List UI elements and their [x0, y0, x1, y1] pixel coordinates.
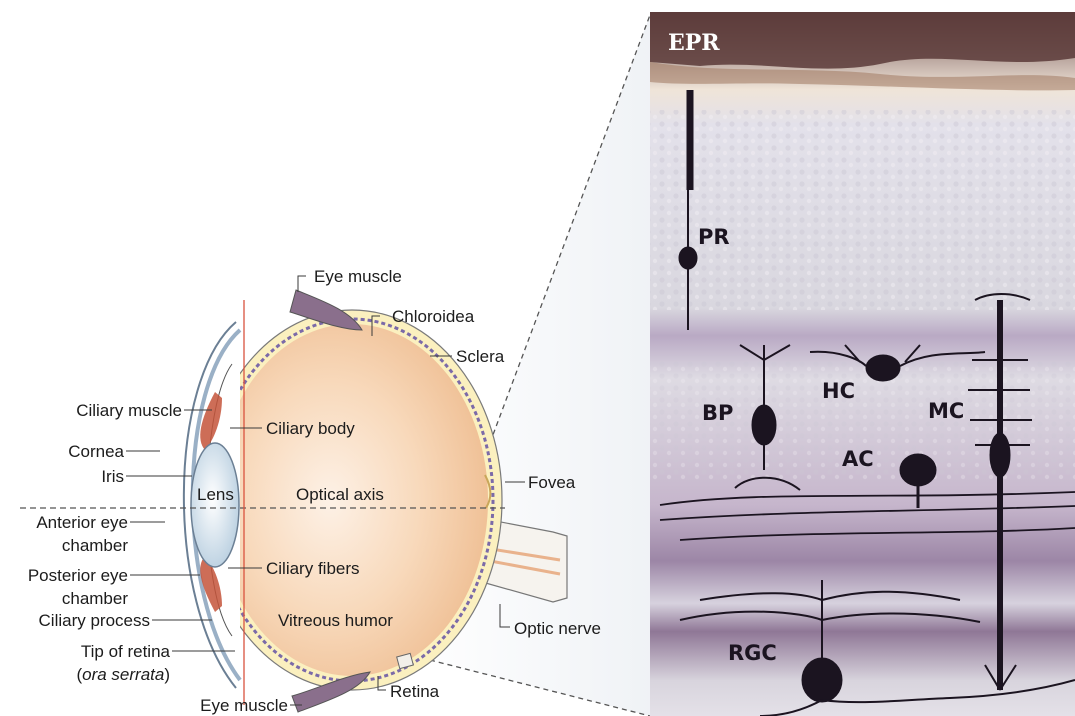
label-eye-muscle-top: Eye muscle	[314, 267, 402, 286]
label-ora-serrata: (ora serrata)	[76, 665, 170, 684]
retina-micrograph: EPR PR BP HC MC AC RGC	[650, 12, 1075, 716]
label-posterior-2: chamber	[62, 589, 128, 608]
ora-paren-close: )	[164, 665, 170, 684]
label-eye-muscle-bottom: Eye muscle	[200, 696, 288, 715]
label-chloroidea: Chloroidea	[392, 307, 475, 326]
cell-label-bp: BP	[702, 401, 733, 425]
label-optic-nerve: Optic nerve	[514, 619, 601, 638]
cell-label-pr: PR	[698, 225, 730, 249]
label-cornea: Cornea	[68, 442, 124, 461]
label-anterior-2: chamber	[62, 536, 128, 555]
label-fovea: Fovea	[528, 473, 576, 492]
label-sclera: Sclera	[456, 347, 505, 366]
label-posterior-1: Posterior eye	[28, 566, 128, 585]
label-ciliary-fibers: Ciliary fibers	[266, 559, 360, 578]
epr-label: EPR	[668, 30, 720, 56]
label-anterior-1: Anterior eye	[36, 513, 128, 532]
label-ciliary-process: Ciliary process	[39, 611, 150, 630]
label-vitreous-humor: Vitreous humor	[278, 611, 393, 630]
lens-shape	[191, 443, 239, 567]
cell-label-mc: MC	[928, 399, 964, 423]
label-ciliary-muscle: Ciliary muscle	[76, 401, 182, 420]
label-optical-axis: Optical axis	[296, 485, 384, 504]
label-iris: Iris	[101, 467, 124, 486]
label-lens: Lens	[197, 485, 234, 504]
label-retina: Retina	[390, 682, 440, 701]
cell-label-ac: AC	[842, 447, 874, 471]
ora-serrata-italic: ora serrata	[82, 665, 164, 684]
label-tip-of-retina: Tip of retina	[81, 642, 171, 661]
cell-label-rgc: RGC	[728, 641, 777, 665]
cell-label-hc: HC	[822, 379, 855, 403]
label-ciliary-body: Ciliary body	[266, 419, 355, 438]
